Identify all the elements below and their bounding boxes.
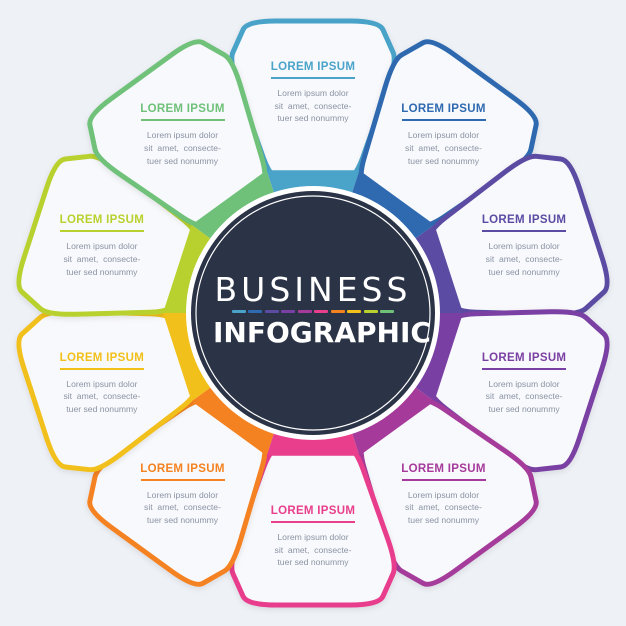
petal-title: LOREM IPSUM: [59, 351, 145, 364]
petal-title: LOREM IPSUM: [140, 103, 225, 116]
petal-body-line: tuer sed nonummy: [277, 557, 349, 568]
petal-body-line: sit amet, consecte-: [485, 391, 563, 402]
petal-title: LOREM IPSUM: [481, 351, 567, 364]
petal-body-line: tuer sed nonummy: [488, 403, 560, 414]
petal-body-line: Lorem ipsum dolor: [66, 378, 138, 389]
petal-title-rule: [482, 367, 567, 370]
petal-body-line: Lorem ipsum dolor: [488, 378, 560, 389]
petal-body-line: Lorem ipsum dolor: [146, 130, 219, 141]
petal-title-rule: [401, 119, 486, 122]
petal-text-6: LOREM IPSUM Lorem ipsum dolor sit amet, co…: [267, 505, 359, 569]
petal-body-line: tuer sed nonummy: [66, 266, 138, 277]
petal-title-rule: [482, 230, 567, 233]
color-dash: [264, 310, 279, 313]
center-hub: [163, 170, 463, 456]
petal-text-5: LOREM IPSUM Lorem ipsum dolor sit amet, co…: [398, 463, 490, 527]
petal-body-line: tuer sed nonummy: [146, 155, 219, 166]
petal-title: LOREM IPSUM: [270, 61, 356, 73]
petal-title: LOREM IPSUM: [401, 103, 486, 116]
petal-shapes: [16, 18, 610, 608]
color-dash: [363, 310, 378, 313]
color-dash: [379, 310, 394, 313]
petal-body-line: sit amet, consecte-: [144, 142, 221, 153]
color-dash: [314, 310, 329, 313]
petal-title-rule: [401, 478, 486, 481]
petal-body-line: tuer sed nonummy: [407, 155, 480, 166]
color-dash: [248, 310, 263, 313]
petal-title-rule: [140, 478, 225, 481]
petal-body-line: sit amet, consecte-: [144, 502, 221, 513]
petal-body-line: sit amet, consecte-: [405, 502, 482, 513]
petal-body-line: Lorem ipsum dolor: [488, 241, 560, 252]
petal-title: LOREM IPSUM: [401, 462, 486, 475]
petal-body-line: Lorem ipsum dolor: [277, 532, 349, 542]
petal-body-line: tuer sed nonummy: [66, 403, 138, 414]
petal-body-line: Lorem ipsum dolor: [277, 88, 349, 98]
petal-body-line: sit amet, consecte-: [274, 100, 352, 111]
color-dash: [232, 310, 246, 313]
petal-title-rule: [140, 119, 225, 122]
petal-title: LOREM IPSUM: [481, 214, 567, 227]
color-dash-bar: [232, 310, 394, 314]
center-inner-ring: [195, 195, 431, 431]
petal-body-line: Lorem ipsum dolor: [66, 241, 138, 252]
petal-title-rule: [59, 230, 144, 233]
petal-title: LOREM IPSUM: [270, 505, 356, 517]
petal-body-line: tuer sed nonummy: [277, 113, 349, 124]
petal-body-line: Lorem ipsum dolor: [407, 489, 480, 500]
petal-body-line: sit amet, consecte-: [405, 142, 482, 153]
petal-body-line: sit amet, consecte-: [485, 253, 563, 264]
petal-body-line: Lorem ipsum dolor: [407, 130, 480, 141]
petal-title-rule: [271, 77, 355, 79]
petal-body-line: sit amet, consecte-: [63, 391, 141, 402]
petal-title: LOREM IPSUM: [59, 214, 145, 227]
color-dash: [347, 310, 362, 313]
center-disc: [191, 191, 435, 435]
petal-text-7: LOREM IPSUM Lorem ipsum dolor sit amet, co…: [137, 463, 229, 527]
petal-body-line: sit amet, consecte-: [274, 544, 352, 555]
color-dash: [297, 310, 312, 313]
petal-text-4: LOREM IPSUM Lorem ipsum dolor sit amet, co…: [478, 352, 570, 416]
petal-text-1: LOREM IPSUM Lorem ipsum dolor sit amet, co…: [267, 61, 359, 125]
petal-body-line: tuer sed nonummy: [488, 266, 560, 277]
color-dash: [330, 310, 345, 313]
petal-body-line: sit amet, consecte-: [63, 253, 141, 264]
petal-body-line: tuer sed nonummy: [146, 514, 219, 525]
petal-title-rule: [271, 521, 355, 523]
title-infographic: INFOGRAPHIC: [213, 316, 431, 349]
petal-title-rule: [59, 367, 144, 370]
petal-text-8: LOREM IPSUM Lorem ipsum dolor sit amet, co…: [56, 352, 148, 416]
color-dash: [281, 310, 296, 313]
petal-body-line: Lorem ipsum dolor: [146, 489, 219, 500]
petal-body-line: tuer sed nonummy: [407, 514, 480, 525]
petal-title: LOREM IPSUM: [140, 462, 225, 475]
title-business: BUSINESS: [214, 270, 412, 309]
